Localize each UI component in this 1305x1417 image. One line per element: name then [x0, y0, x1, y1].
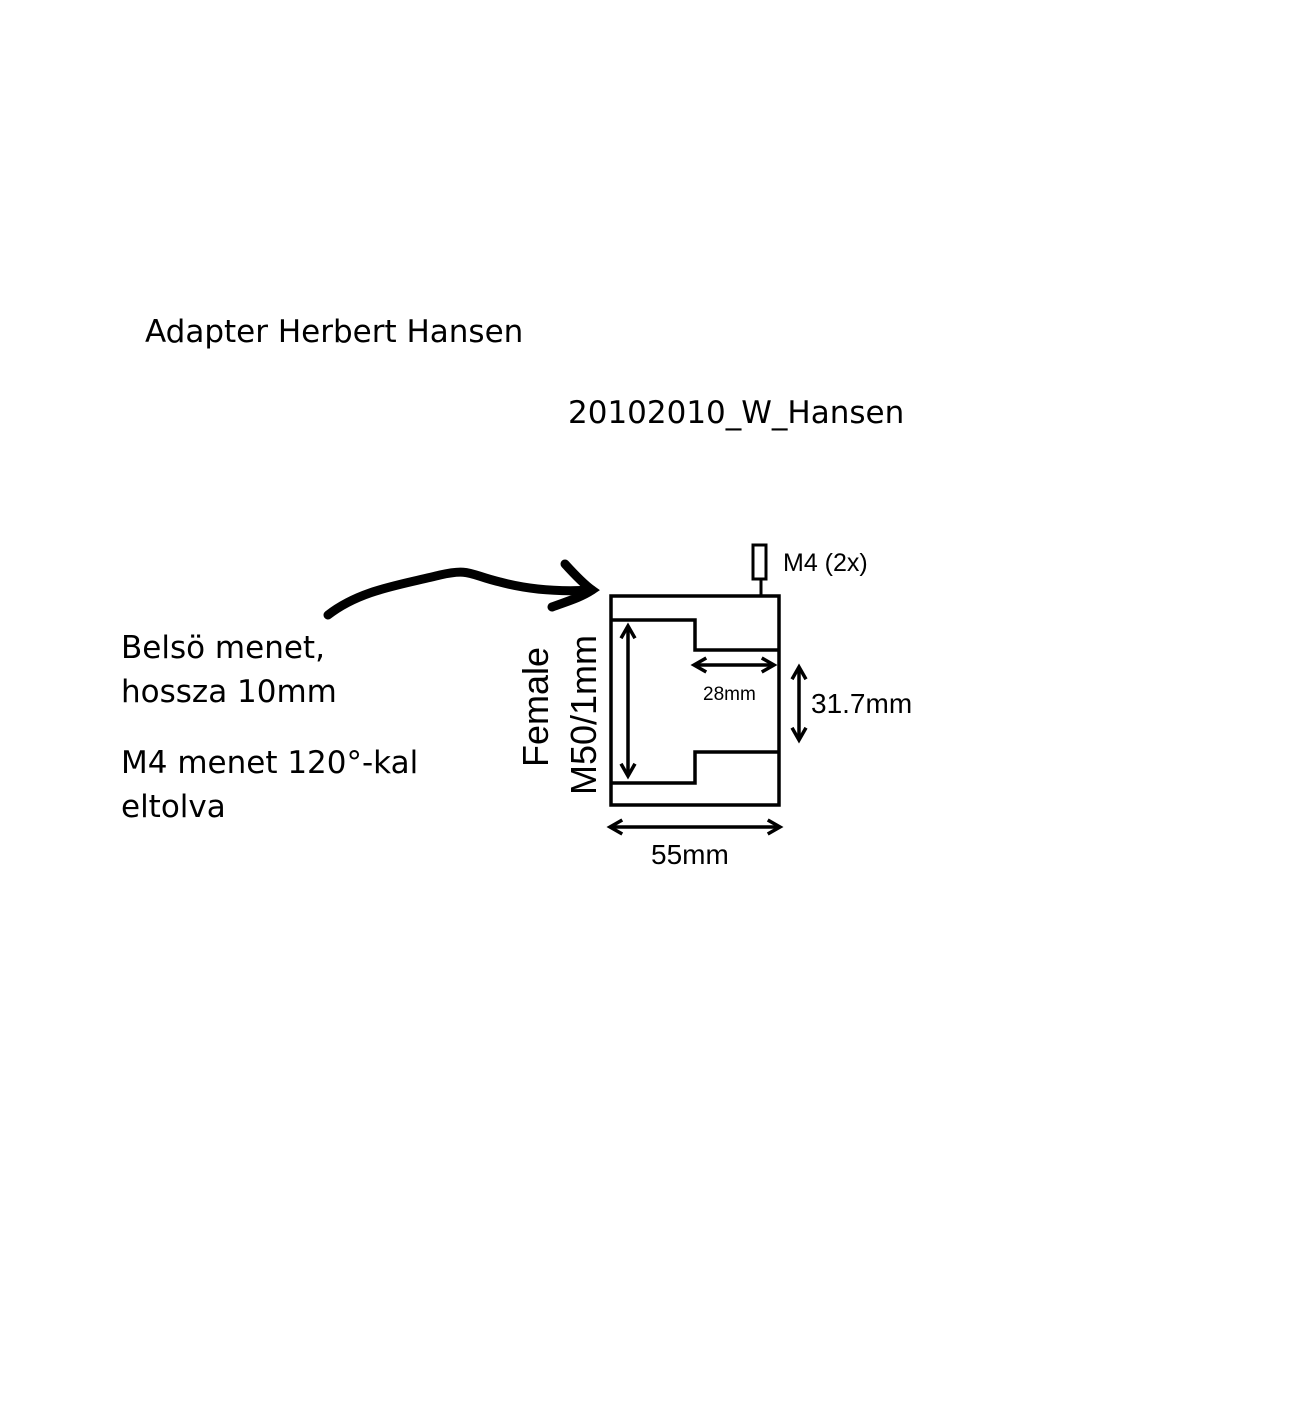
note-line-4: eltolva — [121, 789, 226, 825]
note-line-1: Belsö menet, — [121, 630, 325, 666]
pointer-arrow — [323, 567, 597, 620]
depth-label: 28mm — [703, 684, 756, 705]
female-label: Female — [515, 647, 556, 767]
width-label: 55mm — [651, 839, 729, 870]
diameter-label: 31.7mm — [811, 688, 912, 719]
note-line-2: hossza 10mm — [121, 674, 337, 710]
title: Adapter Herbert Hansen — [145, 314, 524, 350]
drawing-id: 20102010_W_Hansen — [568, 395, 905, 431]
note-line-3: M4 menet 120°-kal — [121, 745, 419, 781]
m4-screw-icon — [751, 543, 768, 581]
inner-bore-profile — [611, 618, 779, 785]
screw-label: M4 (2x) — [783, 549, 868, 577]
thread-label: M50/1mm — [563, 635, 604, 795]
pointer-arrowhead — [547, 559, 600, 612]
adapter-body — [609, 594, 781, 807]
